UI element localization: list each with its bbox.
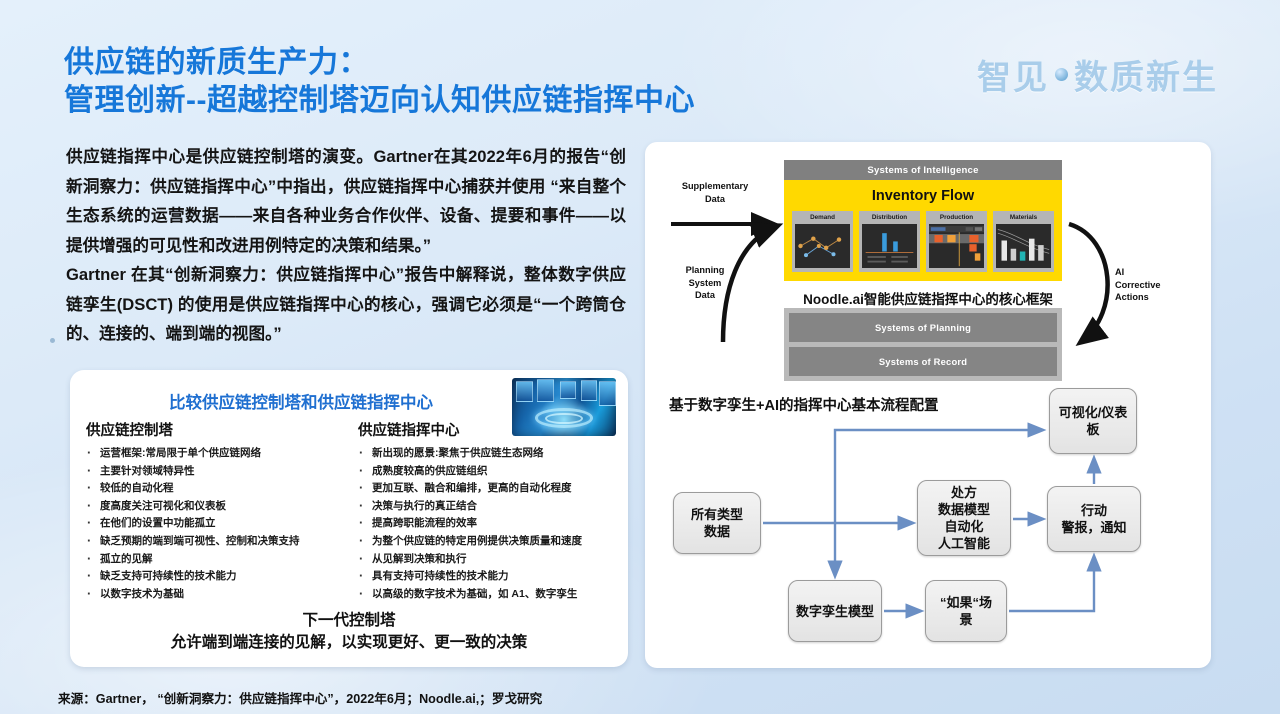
comparison-left-column: 供应链控制塔 运营框架:常局限于单个供应链网络 主要针对领域特异性 较低的自动化… (84, 419, 342, 603)
list-item: 度高度关注可视化和仪表板 (84, 497, 342, 516)
comparison-right-column: 供应链指挥中心 新出现的愿景:聚焦于供应链生态网络 成熟度较高的供应链组织 更加… (356, 419, 614, 603)
systems-of-planning-bar: Systems of Planning (789, 313, 1057, 342)
gantt-chart-icon (929, 224, 984, 268)
list-item: 较低的自动化程 (84, 479, 342, 498)
brand-logo: 智见 数质新生 (977, 50, 1218, 99)
control-room-photo (512, 378, 616, 436)
card-materials: Materials (993, 211, 1054, 272)
framework-arrows (671, 212, 1110, 619)
list-item: 孤立的见解 (84, 550, 342, 569)
framework-caption: Noodle.ai智能供应链指挥中心的核心框架 (803, 292, 1053, 307)
comparison-footer-line1: 下一代控制塔 (302, 612, 396, 630)
list-item: 从见解到决策和执行 (356, 550, 614, 569)
list-item: 更加互联、融合和编排，更高的自动化程度 (356, 479, 614, 498)
comparison-left-list: 运营框架:常局限于单个供应链网络 主要针对领域特异性 较低的自动化程 度高度关注… (84, 444, 342, 604)
list-item: 以高级的数字技术为基础，如 A1、数字孪生 (356, 585, 614, 604)
brand-logo-right: 数质新生 (1074, 59, 1218, 97)
systems-of-intelligence-block: Systems of Intelligence Inventory Flow D… (784, 160, 1062, 281)
comparison-footer: 下一代控制塔 允许端到端连接的见解，以实现更好、更一致的决策 (84, 610, 614, 654)
list-item: 成熟度较高的供应链组织 (356, 462, 614, 481)
flow-node-prescriptive-ai: 处方 数据模型 自动化 人工智能 (917, 480, 1011, 556)
comparison-right-heading: 供应链指挥中心 (358, 423, 460, 439)
framework-lower-bars: Systems of Planning Systems of Record (784, 308, 1062, 381)
list-item: 新出现的愿景:聚焦于供应链生态网络 (356, 444, 614, 463)
page-title: 供应链的新质生产力： 管理创新--超越控制塔迈向认知供应链指挥中心 (64, 44, 695, 120)
bar-chart-icon (862, 224, 917, 268)
list-item: 在他们的设置中功能孤立 (84, 514, 342, 533)
body-paragraph-2: Gartner 在其“创新洞察力：供应链指挥中心”报告中解释说，整体数字供应链孪… (66, 265, 626, 343)
inventory-flow-panel: Inventory Flow Demand (784, 180, 1062, 281)
inventory-flow-title: Inventory Flow (871, 188, 975, 204)
comparison-card: 比较供应链控制塔和供应链指挥中心 供应链控制塔 运营框架:常局限于单个供应链网络… (70, 370, 628, 667)
right-panel: Supplementary Data Planning System Data … (645, 142, 1211, 668)
flowchart-title: 基于数字孪生+AI的指挥中心基本流程配置 (669, 398, 939, 414)
card-demand: Demand (792, 211, 853, 272)
label-ai-corrective-actions: AI Corrective Actions (1115, 267, 1161, 302)
framework-diagram: Supplementary Data Planning System Data … (645, 148, 1211, 381)
page-title-line2: 管理创新--超越控制塔迈向认知供应链指挥中心 (64, 84, 695, 117)
body-paragraph-1: 供应链指挥中心是供应链控制塔的演变。Gartner在其2022年6月的报告“创新… (66, 147, 626, 255)
card-production: Production (926, 211, 987, 272)
list-item: 决策与执行的真正结合 (356, 497, 614, 516)
card-distribution: Distribution (859, 211, 920, 272)
list-item: 缺乏预期的端到端可视性、控制和决策支持 (84, 532, 342, 551)
paragraph-bullet-icon (50, 338, 55, 343)
body-text: 供应链指挥中心是供应链控制塔的演变。Gartner在其2022年6月的报告“创新… (66, 142, 626, 349)
flow-node-action-alert: 行动 警报，通知 (1047, 486, 1141, 552)
label-planning-system-data: Planning System Data (685, 265, 725, 300)
comparison-left-heading: 供应链控制塔 (86, 423, 173, 439)
list-item: 以数字技术为基础 (84, 585, 342, 604)
flow-node-visualization-dashboard: 可视化/仪表 板 (1049, 388, 1137, 454)
brand-logo-left: 智见 (977, 59, 1049, 97)
column-chart-icon (996, 224, 1051, 268)
page-title-line1: 供应链的新质生产力： (64, 46, 369, 79)
list-item: 提高跨职能流程的效率 (356, 514, 614, 533)
source-note: 来源：Gartner， “创新洞察力：供应链指挥中心”，2022年6月；Nood… (58, 692, 543, 706)
list-item: 缺乏支持可持续性的技术能力 (84, 567, 342, 586)
list-item: 运营框架:常局限于单个供应链网络 (84, 444, 342, 463)
flow-node-what-if-scenario: “如果“场 景 (925, 580, 1007, 642)
comparison-title: 比较供应链控制塔和供应链指挥中心 (169, 394, 433, 412)
flow-node-digital-twin-model: 数字孪生模型 (788, 580, 882, 642)
network-graph-icon (795, 224, 850, 268)
list-item: 具有支持可持续性的技术能力 (356, 567, 614, 586)
label-supplementary-data: Supplementary Data (681, 181, 749, 204)
comparison-footer-line2: 允许端到端连接的见解，以实现更好、更一致的决策 (170, 634, 528, 652)
systems-of-record-bar: Systems of Record (789, 347, 1057, 376)
flow-node-all-data: 所有类型 数据 (673, 492, 761, 554)
globe-dot-icon (1055, 68, 1068, 81)
list-item: 主要针对领域特异性 (84, 462, 342, 481)
comparison-right-list: 新出现的愿景:聚焦于供应链生态网络 成熟度较高的供应链组织 更加互联、融合和编排… (356, 444, 614, 604)
systems-of-intelligence-bar: Systems of Intelligence (784, 160, 1062, 180)
list-item: 为整个供应链的特定用例提供决策质量和速度 (356, 532, 614, 551)
